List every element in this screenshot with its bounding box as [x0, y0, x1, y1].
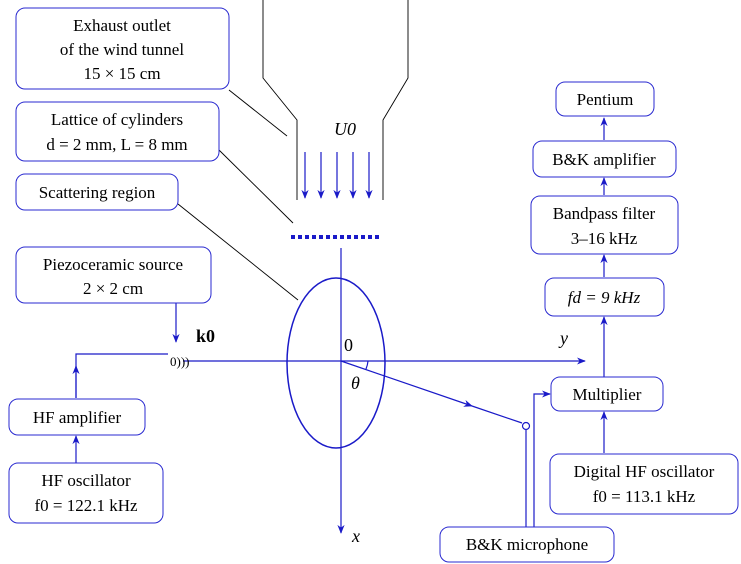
source-symbol: 0))): [170, 354, 190, 369]
amp-to-source-wire: [75, 353, 168, 398]
piezoceramic-source-box: Piezoceramic source 2 × 2 cm: [15, 246, 212, 304]
scattering-region-ellipse: [286, 277, 386, 449]
scattered-ray: [340, 360, 473, 407]
svg-text:Pentium: Pentium: [577, 90, 634, 109]
digital-hf-oscillator-box: Digital HF oscillator f0 = 113.1 kHz: [549, 453, 739, 515]
scattering-region-box: Scattering region: [15, 173, 179, 211]
hf-amplifier-box: HF amplifier: [8, 398, 146, 436]
microphone-position: [521, 421, 531, 431]
callout-lines: [177, 89, 299, 301]
svg-text:f0 = 122.1 kHz: f0 = 122.1 kHz: [34, 496, 138, 515]
svg-text:f0 = 113.1 kHz: f0 = 113.1 kHz: [593, 487, 696, 506]
svg-text:Piezoceramic source: Piezoceramic source: [43, 255, 183, 274]
multiplier-box: Multiplier: [550, 376, 664, 412]
svg-text:Scattering region: Scattering region: [39, 183, 156, 202]
wind-tunnel-outline: [262, 0, 409, 200]
svg-text:B&K microphone: B&K microphone: [466, 535, 588, 554]
demod-frequency-box: fd = 9 kHz: [544, 277, 665, 317]
svg-text:Exhaust outlet: Exhaust outlet: [73, 16, 171, 35]
x-axis-label: x: [351, 526, 360, 546]
angle-arc: [365, 360, 369, 370]
pentium-box: Pentium: [555, 81, 655, 117]
y-axis-label: y: [558, 328, 568, 348]
exhaust-outlet-box: Exhaust outlet of the wind tunnel 15 × 1…: [15, 7, 230, 90]
hf-oscillator-box: HF oscillator f0 = 122.1 kHz: [8, 462, 164, 524]
angle-label: θ: [351, 373, 360, 393]
svg-text:fd = 9 kHz: fd = 9 kHz: [568, 288, 641, 307]
flow-velocity-label: U0: [334, 119, 356, 139]
svg-text:HF oscillator: HF oscillator: [41, 471, 131, 490]
svg-text:3–16 kHz: 3–16 kHz: [571, 229, 638, 248]
svg-text:15 × 15 cm: 15 × 15 cm: [83, 64, 160, 83]
bk-microphone-box: B&K microphone: [439, 526, 615, 563]
lattice-of-cylinders-box: Lattice of cylinders d = 2 mm, L = 8 mm: [15, 101, 220, 162]
svg-text:Digital HF oscillator: Digital HF oscillator: [574, 462, 715, 481]
svg-text:Bandpass filter: Bandpass filter: [553, 204, 656, 223]
svg-text:HF amplifier: HF amplifier: [33, 408, 122, 427]
svg-text:2 × 2 cm: 2 × 2 cm: [83, 279, 143, 298]
flow-arrows: [301, 152, 373, 199]
bandpass-filter-box: Bandpass filter 3–16 kHz: [530, 195, 679, 255]
svg-text:B&K amplifier: B&K amplifier: [552, 150, 656, 169]
origin-label: 0: [344, 335, 353, 355]
svg-text:Lattice of cylinders: Lattice of cylinders: [51, 110, 183, 129]
wavevector-label: k0: [196, 326, 215, 346]
svg-text:Multiplier: Multiplier: [573, 385, 642, 404]
bk-amplifier-box: B&K amplifier: [532, 140, 677, 178]
svg-text:of the wind tunnel: of the wind tunnel: [60, 40, 184, 59]
svg-text:d = 2 mm, L = 8 mm: d = 2 mm, L = 8 mm: [46, 135, 187, 154]
